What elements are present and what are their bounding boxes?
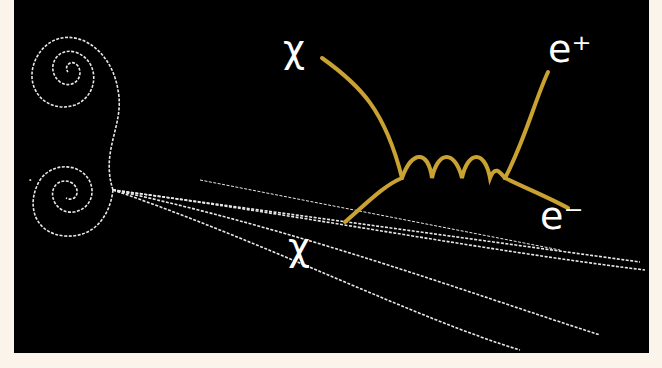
chamber-photo [14,0,649,353]
particle-tracks [32,37,645,350]
track-mark: · [28,172,32,188]
feynman-diagram [322,58,568,222]
photon-line [402,157,505,178]
fermion-line [345,178,402,222]
fermion-line [505,72,548,178]
fermion-line [322,58,402,178]
particle-label: χ [283,30,305,68]
particle-label: e⁻ [540,197,583,235]
particle-label: χ [288,228,310,266]
particle-label: e⁺ [548,30,591,68]
